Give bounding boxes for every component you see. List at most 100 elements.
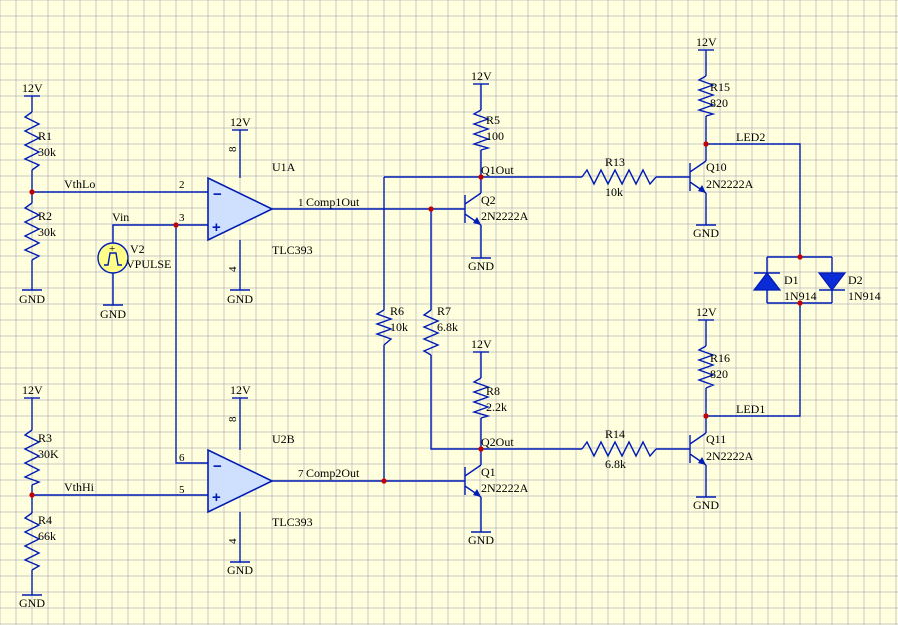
wire-vthhi (31, 398, 208, 513)
junction-dot (703, 141, 709, 147)
junction-dot (703, 413, 709, 419)
npn-transistor-q11 (689, 432, 707, 466)
r5-value: 100 (486, 129, 504, 143)
resistors (23, 75, 716, 571)
resistor-r16 (696, 345, 716, 389)
wire-led1 (705, 303, 801, 433)
net-label-led1: LED1 (736, 402, 765, 416)
r2-ref: R2 (38, 209, 52, 223)
q2-part: 2N2222A (481, 209, 529, 223)
r16-ref: R16 (710, 351, 730, 365)
diodes (752, 272, 847, 291)
r8-ref: R8 (486, 384, 500, 398)
triangle-opamp-icon (207, 176, 274, 242)
npn-transistor-q1 (464, 464, 482, 498)
resistor-r2 (23, 202, 41, 261)
r3-value: 30K (38, 447, 59, 461)
wire-vin-u2 (175, 225, 208, 464)
resistor-r14 (581, 440, 657, 458)
gnd-label: GND (468, 259, 494, 273)
wire-comp2out (272, 177, 465, 482)
u1a-part: TLC393 (272, 243, 313, 257)
resistor-r6 (374, 309, 394, 346)
diode-triangle-icon (817, 272, 847, 291)
gnd-label: GND (227, 292, 253, 306)
source-v2: + (97, 242, 129, 274)
junction-dot (478, 446, 484, 452)
r13-ref: R13 (605, 155, 625, 169)
pin-number: 4 (227, 266, 239, 272)
source-plus-mark: + (109, 243, 115, 255)
net-label-q2out: Q2Out (481, 435, 514, 449)
junction-dot (381, 478, 387, 484)
pin-number: 3 (179, 212, 185, 224)
resistor-r8 (471, 377, 491, 419)
q10-ref: Q10 (706, 160, 727, 174)
opamp-plus-sign: + (212, 489, 221, 506)
emitter-arrow-icon (698, 457, 706, 465)
pin-number: 7 (298, 468, 304, 480)
opamp-minus-sign: − (213, 458, 222, 475)
net-label-vin: Vin (112, 210, 129, 224)
v2-ref: V2 (130, 242, 145, 256)
wire-base-resistors (656, 176, 690, 450)
pin-number: 1 (298, 197, 304, 209)
junction-dot (797, 254, 803, 260)
junctions (29, 141, 803, 498)
q1-part: 2N2222A (481, 481, 529, 495)
r4-value: 66k (38, 529, 56, 543)
vcc-label: 12V (22, 383, 43, 397)
v2-value: VPULSE (126, 257, 171, 271)
vcc-label: 12V (471, 69, 492, 83)
r1-value: 30k (38, 145, 56, 159)
gnd-label: GND (693, 226, 719, 240)
net-label-q1out: Q1Out (481, 163, 514, 177)
r6-ref: R6 (390, 304, 404, 318)
triangle-opamp-icon (207, 448, 274, 514)
net-label-led2: LED2 (736, 130, 765, 144)
pin-number: 2 (179, 179, 185, 191)
transistors (464, 160, 707, 498)
d1-ref: D1 (784, 273, 799, 287)
resistor-r13 (581, 168, 657, 186)
wires (31, 50, 833, 595)
net-label-vthlo: VthLo (64, 177, 95, 191)
r2-value: 30k (38, 225, 56, 239)
gnd-label: GND (19, 292, 45, 306)
q11-part: 2N2222A (706, 449, 754, 463)
q2-ref: Q2 (481, 193, 496, 207)
pin-number: 5 (179, 484, 185, 496)
q11-ref: Q11 (706, 432, 726, 446)
pin-number: 4 (227, 538, 239, 544)
u2b-ref: U2B (272, 432, 295, 446)
r7-ref: R7 (437, 304, 451, 318)
r1-ref: R1 (38, 129, 52, 143)
gnd-label: GND (100, 307, 126, 321)
r4-ref: R4 (38, 513, 52, 527)
net-label-comp1out: Comp1Out (306, 195, 360, 209)
gnd-label: GND (693, 498, 719, 512)
resistor-r7 (422, 309, 440, 356)
r3-ref: R3 (38, 431, 52, 445)
labels: 12V 12V 12V 12V 12V 12V 12V 12V GND GND … (19, 35, 881, 610)
vcc-label: 12V (696, 35, 717, 49)
npn-transistor-q10 (689, 160, 707, 194)
opamp-minus-sign: − (213, 186, 222, 203)
gnd-label: GND (227, 563, 253, 577)
r7-value: 6.8k (437, 320, 458, 334)
net-label-comp2out: Comp2Out (306, 466, 360, 480)
emitter-arrow-icon (473, 217, 481, 225)
u2b-part: TLC393 (272, 515, 313, 529)
wire-vthlo (31, 96, 208, 203)
q10-part: 2N2222A (706, 177, 754, 191)
pulse-waveform-icon (104, 252, 122, 266)
gnd-label: GND (468, 533, 494, 547)
power-symbols (22, 49, 716, 596)
resistor-r3 (23, 429, 41, 486)
junction-dot (29, 492, 35, 498)
npn-transistor-q2 (464, 192, 482, 226)
junction-dot (428, 206, 434, 212)
r14-ref: R14 (605, 427, 625, 441)
